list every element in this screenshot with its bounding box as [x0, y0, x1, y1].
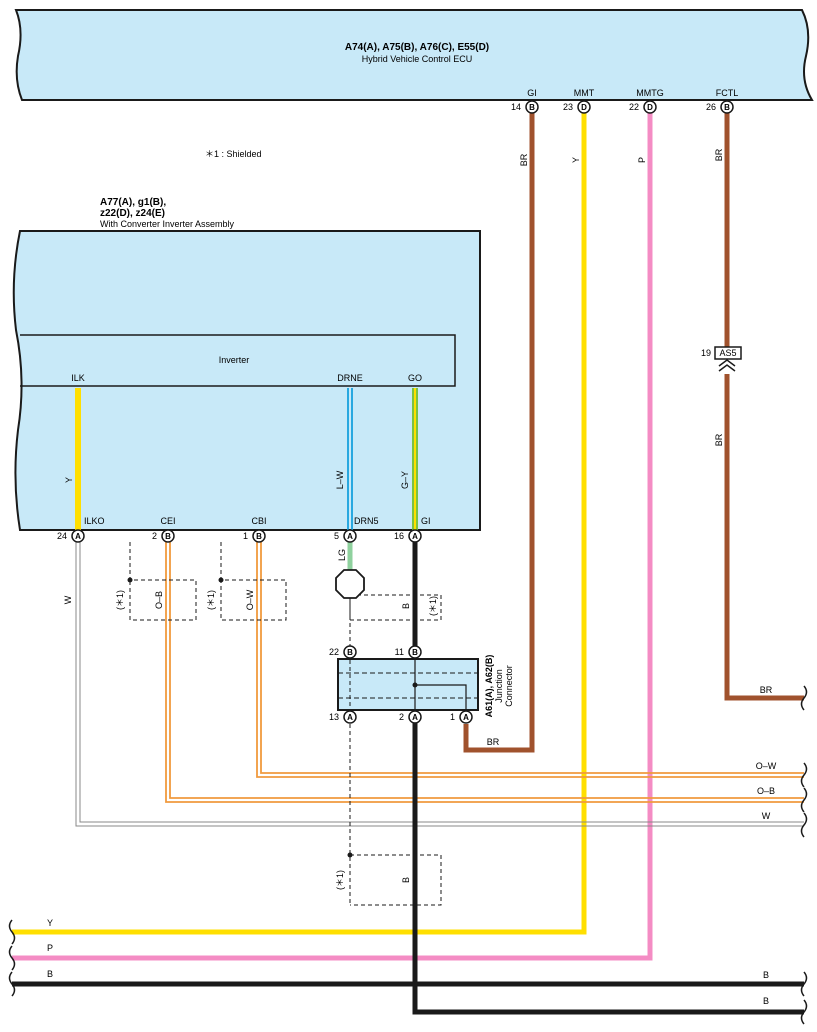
drain-ground-symbol: [335, 569, 365, 599]
assy-pin-num-cei: 2: [152, 531, 157, 541]
jc-bottom-pin-2: 2: [399, 712, 404, 722]
ecu-pins: B 14 D 23 D 22 B 26: [511, 100, 734, 114]
label-br-gi: BR: [519, 153, 529, 166]
assy-pins: A 24 B 2 B 1 A 5 A 16: [57, 529, 422, 543]
label-w-right: W: [762, 811, 771, 821]
label-p-mmtg: P: [637, 157, 647, 163]
label-ow-shield: O–W: [245, 589, 255, 610]
ecu-pin-num-mmt: 23: [563, 102, 573, 112]
ecu-pin-num-gi: 14: [511, 102, 521, 112]
label-b-right-1: B: [763, 970, 769, 980]
label-y-mmt: Y: [571, 157, 581, 163]
label-b-right-2: B: [763, 996, 769, 1006]
hybrid-ecu-box: A74(A), A75(B), A76(C), E55(D) Hybrid Ve…: [14, 9, 814, 101]
wire-br-fctl-lower: [724, 374, 804, 701]
assy-pin-num-cbi: 1: [243, 531, 248, 541]
assy-pin-num-drn5: 5: [334, 531, 339, 541]
junction-connector: A61(A), A62(B) Junction Connector B 22 B…: [329, 645, 514, 724]
assy-terminal-cei: CEI: [160, 516, 175, 526]
shield-note: ＊1 : Shielded: [205, 149, 262, 159]
ecu-pin-num-mmtg: 22: [629, 102, 639, 112]
wire-br-gi: [463, 113, 535, 753]
assy-terminal-ilko: ILKO: [84, 516, 105, 526]
jc-top-conn-22: B: [347, 648, 353, 657]
assy-pin-conn-cei: B: [165, 532, 171, 541]
inverter-assy-name: With Converter Inverter Assembly: [100, 219, 235, 229]
label-gy-go: G–Y: [400, 471, 410, 489]
label-b-gi: B: [401, 603, 411, 609]
inverter-assy-codes-2: z22(D), z24(E): [100, 208, 165, 219]
ecu-terminal-mmt: MMT: [574, 88, 595, 98]
ecu-pin-conn-mmtg: D: [647, 103, 653, 112]
as5-pin: 19: [701, 348, 711, 358]
shield-mark-2: (＊1): [206, 590, 216, 610]
assy-terminal-drn5: DRN5: [354, 516, 379, 526]
ecu-pin-conn-gi: B: [529, 103, 535, 112]
label-br-below: BR: [714, 433, 724, 446]
assy-pin-num-ilko: 24: [57, 531, 67, 541]
inverter-inner-label: Inverter: [219, 355, 250, 365]
assy-pin-num-gi: 16: [394, 531, 404, 541]
ecu-pin-conn-fctl: B: [724, 103, 730, 112]
inverter-terminal-drne: DRNE: [337, 373, 363, 383]
wire-y-mmt: [12, 113, 587, 935]
shield-mark-1: (＊1): [115, 590, 125, 610]
as5-name: AS5: [719, 348, 736, 358]
inverter-terminal-go: GO: [408, 373, 422, 383]
jc-top-pin-11: 11: [395, 647, 404, 657]
wire-break-marks: [8, 685, 808, 1025]
inverter-assy-codes-1: A77(A), g1(B),: [100, 197, 166, 208]
jc-bottom-conn-13: A: [347, 713, 353, 722]
jc-bottom-pin-13: 13: [329, 712, 339, 722]
junction-codes: A61(A), A62(B): [484, 655, 494, 718]
lower-wires: [12, 542, 804, 1015]
assy-pin-conn-ilko: A: [75, 532, 81, 541]
label-b-left: B: [47, 969, 53, 979]
label-w-ilko: W: [63, 595, 73, 604]
ecu-terminal-gi: GI: [527, 88, 537, 98]
label-p-left: P: [47, 943, 53, 953]
label-ob-right: O–B: [757, 786, 775, 796]
jc-bottom-conn-1: A: [463, 713, 469, 722]
junction-name-2: Connector: [504, 665, 514, 707]
label-b-lower: B: [401, 877, 411, 883]
label-ow-right: O–W: [756, 761, 777, 771]
jc-bottom-pin-1: 1: [450, 712, 455, 722]
inverter-terminal-ilk: ILK: [71, 373, 85, 383]
inverter-assy-box: Inverter ILK DRNE GO ILKO CEI CBI DRN5 G…: [12, 230, 481, 531]
assy-terminal-cbi: CBI: [251, 516, 266, 526]
jc-top-pin-22: 22: [329, 647, 339, 657]
ecu-terminal-mmtg: MMTG: [636, 88, 664, 98]
inverter-internal-wires: [75, 388, 418, 530]
label-br-right: BR: [760, 685, 773, 695]
shield-boxes: [129, 542, 442, 906]
ecu-wires: [12, 113, 804, 961]
assy-pin-conn-drn5: A: [347, 532, 353, 541]
ecu-codes: A74(A), A75(B), A76(C), E55(D): [345, 42, 489, 53]
label-y-ilk: Y: [64, 477, 74, 483]
jc-bottom-conn-2: A: [412, 713, 418, 722]
junction-name-1: Junction: [494, 669, 504, 703]
shield-mark-4: (＊1): [335, 870, 345, 890]
assy-pin-conn-gi: A: [412, 532, 418, 541]
as5-connector: AS5 19: [701, 346, 742, 372]
ecu-pin-conn-mmt: D: [581, 103, 587, 112]
assy-pin-conn-cbi: B: [256, 532, 262, 541]
label-ob-shield: O–B: [154, 591, 164, 609]
label-lw-drne: L–W: [335, 470, 345, 489]
assy-terminal-gi: GI: [421, 516, 431, 526]
ecu-pin-num-fctl: 26: [706, 102, 716, 112]
label-y-left: Y: [47, 918, 53, 928]
ecu-name: Hybrid Vehicle Control ECU: [362, 54, 473, 64]
wire-p-mmtg: [12, 113, 653, 961]
label-lg-drn5: LG: [337, 549, 347, 561]
shield-mark-3: (＊1): [428, 596, 438, 616]
jc-top-conn-11: B: [412, 648, 418, 657]
label-br-fctl: BR: [714, 148, 724, 161]
label-br-jc: BR: [487, 737, 500, 747]
ecu-terminal-fctl: FCTL: [716, 88, 739, 98]
